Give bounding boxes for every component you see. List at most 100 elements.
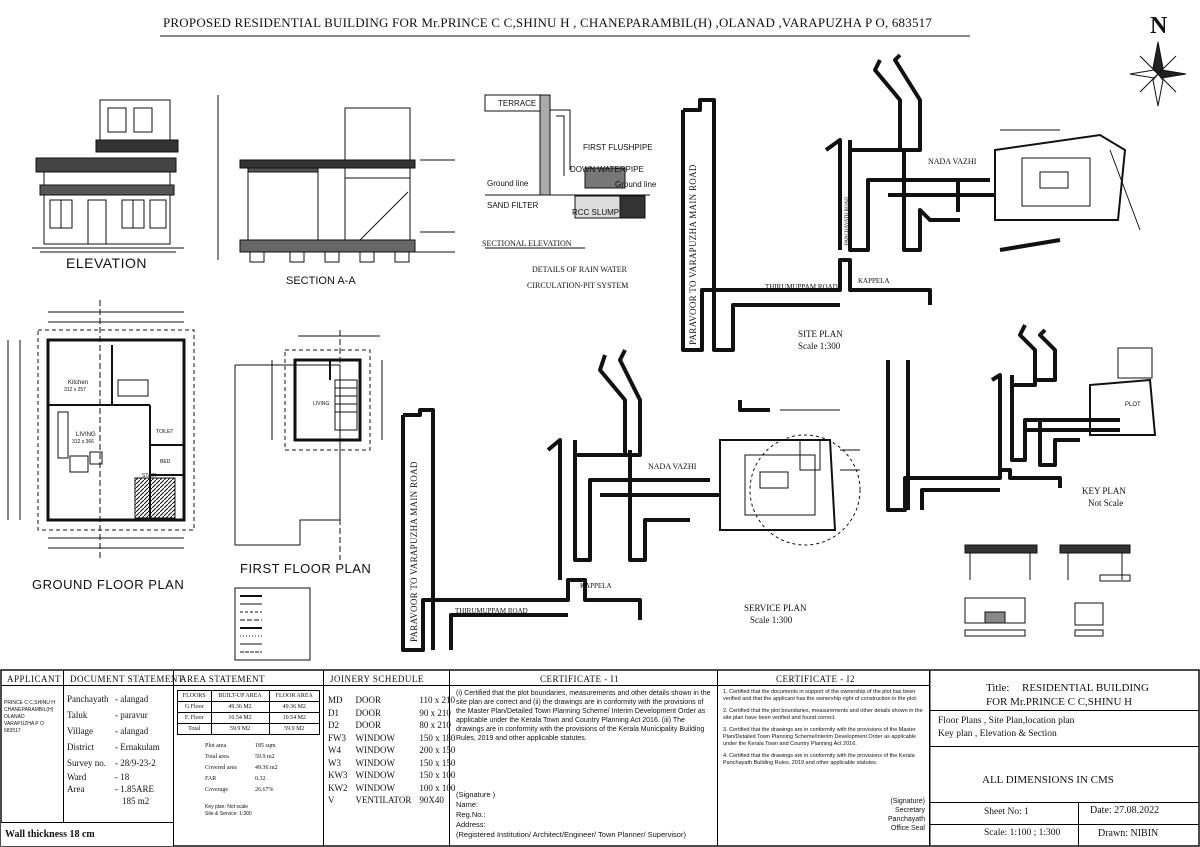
joinery-type: WINDOW bbox=[355, 782, 396, 793]
construction-details bbox=[964, 544, 1131, 637]
area-summary-value: 26.67% bbox=[255, 787, 274, 793]
joinery-code: D2 bbox=[328, 720, 339, 730]
joinery-size: 150 x 150 bbox=[419, 757, 456, 768]
kitchen-size: 312 x 257 bbox=[64, 387, 86, 393]
site-plan-plot bbox=[994, 129, 1141, 231]
sheet-date: Date: 27.08.2022 bbox=[1090, 805, 1160, 816]
cert2-heading: CERTIFICATE - I2 bbox=[718, 670, 929, 686]
rain-sand-filter: SAND FILTER bbox=[487, 201, 539, 210]
sheet-title: PROPOSED RESIDENTIAL BUILDING FOR Mr.PRI… bbox=[163, 15, 933, 30]
service-plan-roads bbox=[401, 349, 770, 652]
rain-down-water-label: DOWN WATERPIPE bbox=[570, 165, 644, 174]
service-nada-vazhi: NADA VAZHI bbox=[648, 462, 697, 471]
joinery-type: DOOR bbox=[355, 695, 382, 705]
area-summary-key: Coverage bbox=[205, 787, 228, 793]
cert2-signature: (Signature) bbox=[890, 798, 925, 805]
site-kappela: KAPPELA bbox=[858, 277, 890, 285]
joinery-code: KW3 bbox=[328, 770, 348, 780]
cert1-signature: (Signature ) bbox=[456, 790, 496, 799]
site-plan-roads bbox=[681, 53, 1061, 352]
joinery-size: 90X40 bbox=[419, 795, 444, 805]
joinery-type: DOOR bbox=[355, 707, 382, 718]
joinery-size: 100 x 100 bbox=[419, 782, 456, 793]
joinery-type: VENTILATOR bbox=[355, 795, 412, 805]
cert2-panchayath: Panchayath bbox=[888, 816, 925, 823]
doc-value: alangad bbox=[120, 694, 149, 704]
ground-floor-plan-drawing bbox=[7, 300, 195, 560]
joinery-type: WINDOW bbox=[355, 757, 396, 768]
area-cell: 49.36 M2 bbox=[210, 701, 270, 713]
joinery-code: V bbox=[328, 795, 335, 805]
joinery-type: WINDOW bbox=[355, 770, 396, 780]
ground-floor-plan-label: GROUND FLOOR PLAN bbox=[32, 577, 185, 592]
service-plan-plot bbox=[719, 409, 861, 546]
joinery-size: 150 x 180 bbox=[419, 732, 456, 743]
stair-label: STAIR bbox=[142, 473, 157, 479]
sheet-number: Sheet No: 1 bbox=[984, 807, 1029, 817]
site-nada-vazhi: NADA VAZHI bbox=[928, 157, 977, 166]
joinery-size: 110 x 210 bbox=[419, 695, 455, 705]
cert1-role: (Registered Institution/ Architect/Engin… bbox=[456, 830, 686, 839]
rain-rcc-slump: RCC SLUMP bbox=[572, 208, 620, 217]
joinery-size: 200 x 150 bbox=[419, 745, 456, 755]
doc-key: Survey no. bbox=[67, 758, 106, 768]
key-plan-scale: Not Scale bbox=[1088, 498, 1124, 508]
cert2-seal: Office Seal bbox=[890, 825, 925, 832]
area-cell: 59.9 M2 bbox=[268, 723, 321, 735]
key-plan-label: KEY PLAN bbox=[1082, 486, 1126, 496]
key-plot-label: PLOT bbox=[1125, 402, 1141, 408]
service-plan-label: SERVICE PLAN bbox=[744, 603, 807, 613]
applicant-line: VARAPUZHA P O bbox=[4, 721, 44, 727]
applicant-line: OLANAD bbox=[4, 714, 25, 720]
area-summary-key: Total area bbox=[205, 754, 229, 760]
site-main-road: PARAVOOR TO VARAPUZHA MAIN ROAD bbox=[688, 164, 698, 345]
rain-title-2: CIRCULATION-PIT SYSTEM bbox=[527, 281, 629, 290]
applicant-line: CHANEPARAMBIL(H) bbox=[4, 707, 54, 713]
service-kappela: KAPPELA bbox=[580, 582, 612, 590]
cert1-heading: CERTIFICATE - I1 bbox=[450, 670, 717, 686]
doc-key: Area bbox=[67, 784, 85, 794]
joinery-size: 90 x 210 bbox=[419, 707, 451, 718]
doc-value: 185 m2 bbox=[122, 796, 150, 806]
sheet-scale: Scale: 1:100 ; 1:300 bbox=[984, 828, 1061, 838]
rain-first-flush-label: FIRST FLUSHPIPE bbox=[583, 143, 653, 152]
rain-ground-left: Ground line bbox=[487, 179, 529, 188]
joinery-code: MD bbox=[328, 695, 343, 705]
area-note: Key plan: Not scale bbox=[205, 804, 249, 810]
north-arrow bbox=[1129, 41, 1187, 107]
area-cell: 49.36 M2 bbox=[268, 701, 321, 713]
key-plan-roads bbox=[886, 324, 1120, 512]
joinery-code: D1 bbox=[328, 707, 339, 718]
site-thirumuppam-road: THIRUMUPPAM ROAD bbox=[765, 283, 838, 291]
cert2-para: 1. Certified that the documents in suppo… bbox=[723, 689, 918, 702]
document-heading: DOCUMENT STATEMENT bbox=[64, 670, 183, 686]
cert1-address: Address: bbox=[456, 820, 486, 829]
legend-box bbox=[234, 587, 311, 661]
drawn-by: Drawn: NIBIN bbox=[1098, 828, 1159, 839]
area-cell: F. Floor bbox=[177, 712, 212, 724]
applicant-heading: APPLICANT bbox=[1, 670, 63, 686]
doc-key: Ward bbox=[67, 772, 87, 782]
applicant-line: PRINCE C C,SHINU H bbox=[4, 700, 55, 706]
north-label: N bbox=[1150, 13, 1168, 39]
certificate-1-block: CERTIFICATE - I1 (i) Certified that the … bbox=[450, 670, 718, 846]
cert1-name: Name: bbox=[456, 800, 479, 809]
applicant-block: APPLICANT PRINCE C C,SHINU H CHANEPARAMB… bbox=[1, 670, 64, 846]
doc-value: Ernakulam bbox=[120, 742, 160, 752]
area-summary-key: Covered area bbox=[205, 765, 237, 771]
elevation-drawing bbox=[32, 99, 184, 253]
joinery-type: WINDOW bbox=[355, 745, 396, 755]
doc-key: District bbox=[67, 742, 94, 752]
joinery-code: W3 bbox=[328, 757, 341, 768]
title-block-frame bbox=[0, 669, 1200, 847]
cert2-secretary: Secretary bbox=[895, 807, 925, 814]
area-col-header: BUILT-UP AREA bbox=[210, 690, 270, 702]
title-value-1: RESIDENTIAL BUILDING bbox=[1022, 682, 1149, 694]
service-plan-scale: Scale 1:300 bbox=[750, 615, 793, 625]
dimensions-note: ALL DIMENSIONS IN CMS bbox=[982, 774, 1114, 786]
